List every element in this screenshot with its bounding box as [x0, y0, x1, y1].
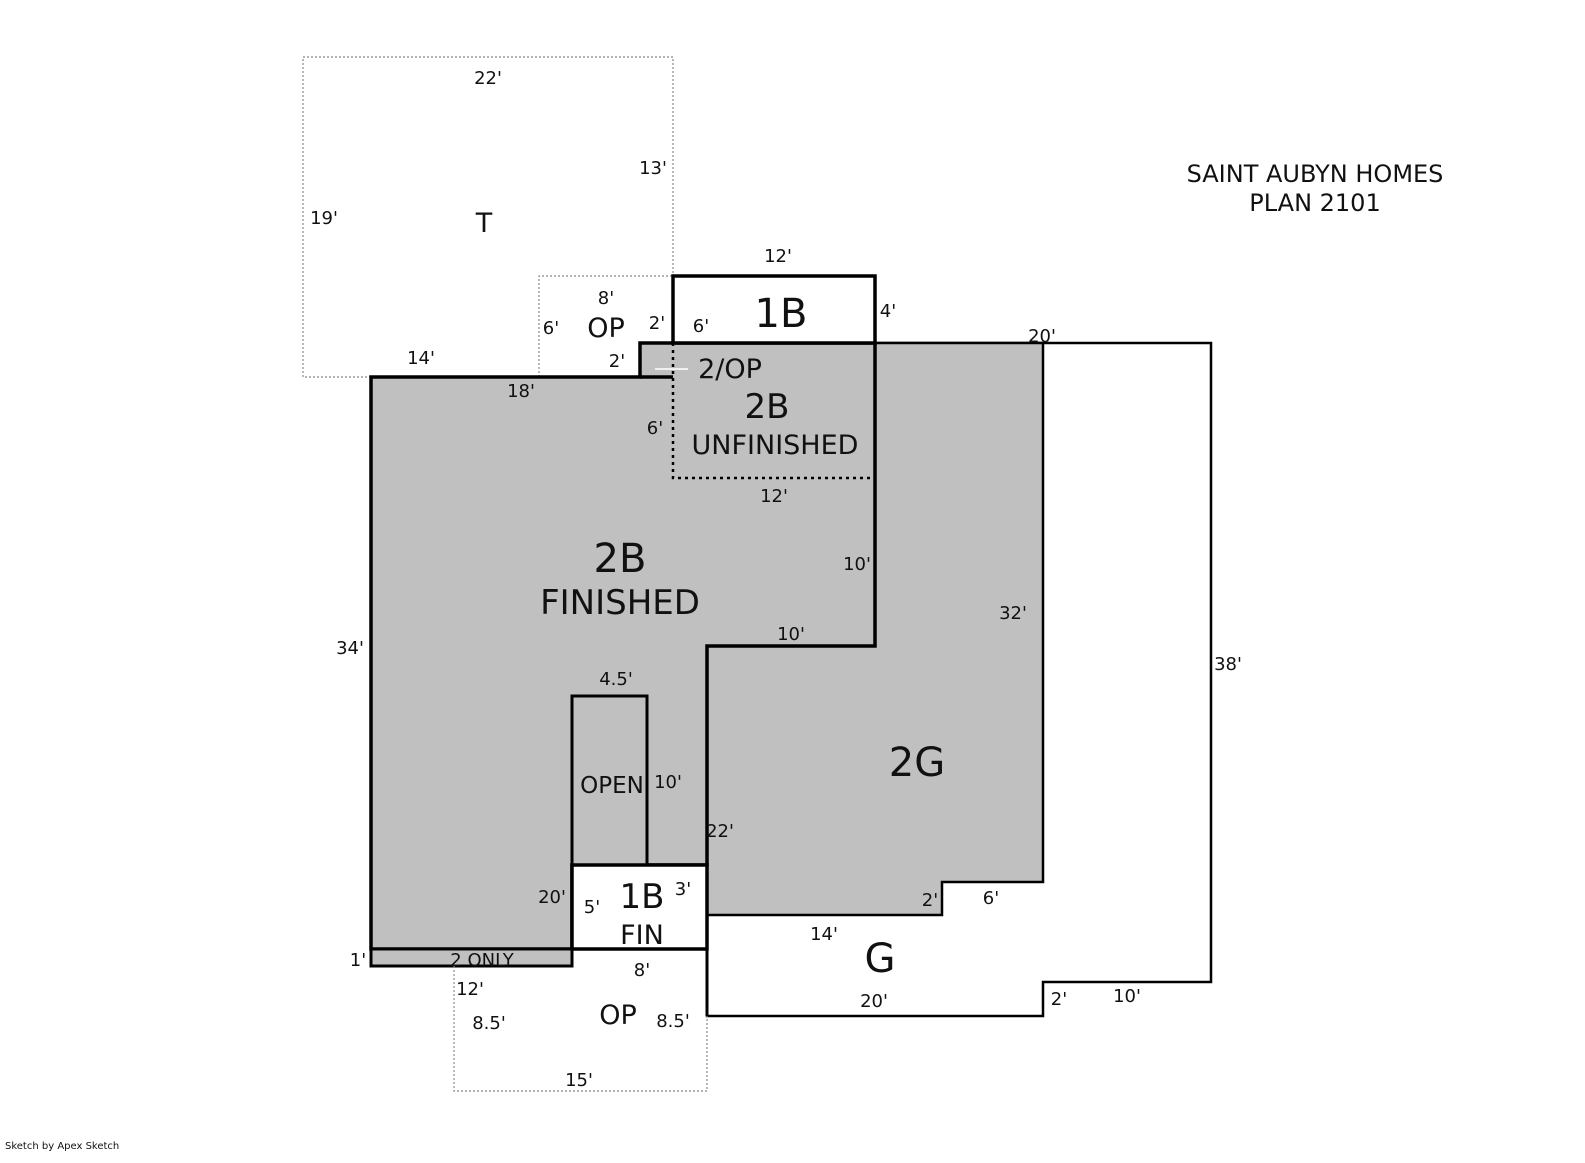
label-fin: FIN: [620, 920, 664, 951]
dim: 20': [538, 887, 566, 908]
label-op-bottom: OP: [599, 1000, 637, 1031]
title-line1: SAINT AUBYN HOMES: [1187, 160, 1444, 188]
dim: 22': [706, 821, 734, 842]
area-op-top-outline: [538, 275, 673, 377]
label-1b-fin: 1B: [620, 877, 665, 917]
area-1b-top: [671, 274, 877, 345]
dim: 13': [639, 158, 667, 179]
label-g: G: [865, 936, 896, 982]
dim: 8.5': [656, 1011, 690, 1032]
dim: 6': [983, 888, 999, 909]
dim: 32': [999, 603, 1027, 624]
dim: 10': [843, 554, 871, 575]
label-t: T: [475, 208, 493, 239]
label-2-only: 2 ONLY: [450, 950, 514, 971]
dimension-labels: 22' 13' 19' 12' 8' 6' 2' 6' 4' 2' 14' 18…: [310, 68, 1242, 1091]
dim: 2': [649, 313, 665, 334]
dim: 14': [407, 348, 435, 369]
dim: 1': [350, 950, 366, 971]
dim: 12': [764, 246, 792, 267]
dim: 19': [310, 208, 338, 229]
label-2-op: 2/OP: [698, 354, 762, 385]
dim: 12': [456, 979, 484, 1000]
dim: 6': [693, 316, 709, 337]
label-1b-top: 1B: [755, 291, 808, 337]
dim: 6': [647, 418, 663, 439]
dim: 5': [584, 897, 600, 918]
dim: 10': [654, 772, 682, 793]
label-2b-unf: 2B: [745, 387, 790, 427]
label-op-top: OP: [587, 313, 625, 344]
title-line2: PLAN 2101: [1249, 189, 1380, 217]
dim: 34': [336, 638, 364, 659]
dim: 14': [810, 924, 838, 945]
dim: 3': [675, 879, 691, 900]
dim: 20': [1028, 326, 1056, 347]
dim: 10': [1113, 986, 1141, 1007]
area-t-outline: [302, 56, 674, 378]
dim: 8': [598, 288, 614, 309]
dim: 6': [543, 318, 559, 339]
label-finished: FINISHED: [540, 583, 700, 623]
footer-credit: Sketch by Apex Sketch: [5, 1141, 119, 1152]
dim: 12': [760, 486, 788, 507]
dim: 20': [860, 991, 888, 1012]
dim: 2': [922, 890, 938, 911]
dim: 15': [565, 1070, 593, 1091]
dim: 10': [777, 624, 805, 645]
area-1b-fin: [570, 863, 709, 951]
dim: 2': [609, 351, 625, 372]
dim: 4': [880, 301, 896, 322]
dim: 18': [507, 381, 535, 402]
label-open: OPEN: [580, 773, 644, 799]
dim: 22': [474, 68, 502, 89]
label-2b-fin: 2B: [594, 536, 647, 582]
dim: 38': [1214, 654, 1242, 675]
dim: 4.5': [599, 669, 633, 690]
area-2-only: [369, 947, 574, 968]
label-unfinished: UNFINISHED: [692, 430, 859, 461]
area-2b-unfinished-outline: [671, 343, 871, 480]
dim: 8': [634, 960, 650, 981]
dim: 8.5': [472, 1013, 506, 1034]
label-2g: 2G: [889, 740, 945, 786]
dim: 2': [1051, 989, 1067, 1010]
